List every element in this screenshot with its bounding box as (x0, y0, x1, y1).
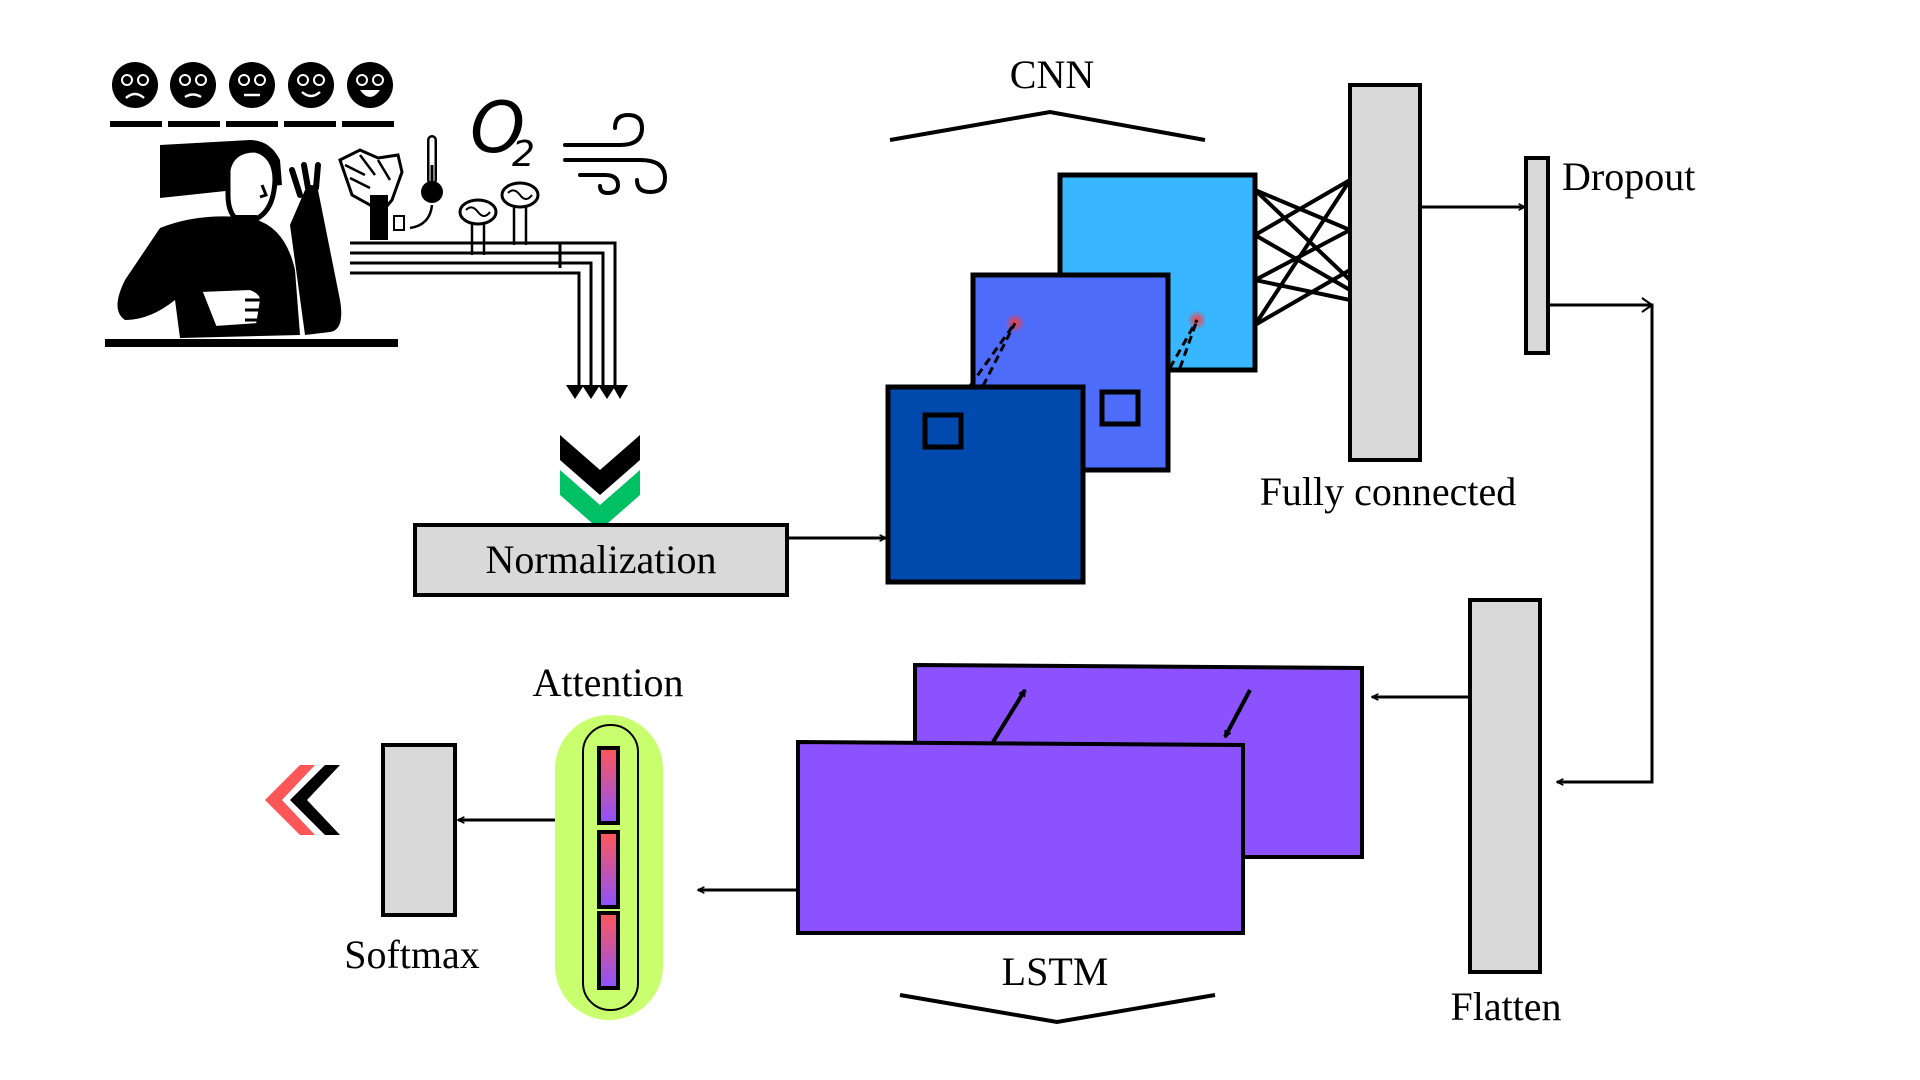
cnn-brace (889, 109, 1206, 142)
lstm-layer-front (796, 739, 1245, 935)
smile-face-icon (288, 62, 334, 108)
flatten-label: Flatten (1450, 984, 1561, 1029)
dropout-label: Dropout (1562, 154, 1695, 199)
person-icon (105, 140, 398, 347)
light-sensor-icon (458, 181, 540, 255)
wire-arrowheads (566, 385, 628, 399)
cnn-feature-map-front (885, 384, 1086, 585)
arrow-dropout-to-flatten (1550, 303, 1654, 782)
o2-subscript: 2 (512, 134, 535, 175)
cnn-fc-connections (1253, 178, 1352, 327)
fully-connected-label: Fully connected (1260, 469, 1517, 514)
attention-weight-3 (597, 911, 620, 990)
attention-block: Attention (532, 660, 684, 1020)
lstm-brace (899, 993, 1216, 1025)
attention-label: Attention (532, 660, 683, 705)
softmax-label: Softmax (344, 932, 480, 977)
normalization-label: Normalization (485, 537, 716, 582)
hand-sensor-icon (338, 148, 405, 240)
neutral-face-icon (229, 62, 275, 108)
cnn-label: CNN (1010, 52, 1094, 97)
fully-connected-block: Fully connected (1260, 83, 1517, 514)
frown-face-icon (170, 62, 216, 108)
sad-face-icon (112, 62, 158, 108)
grin-face-icon (347, 62, 393, 108)
lstm-block: LSTM (796, 662, 1364, 1025)
flatten-block: Flatten (1450, 598, 1562, 1029)
dropout-block: Dropout (1524, 154, 1695, 355)
wind-icon (563, 112, 668, 196)
thermometer-icon (409, 135, 443, 230)
cnn-receptive-field-lines (968, 319, 1199, 387)
normalization-block: Normalization (413, 523, 789, 597)
emotion-faces (110, 62, 394, 127)
cnn-kernel-front (922, 412, 964, 450)
o2-symbol: O (470, 87, 525, 169)
attention-weight-2 (597, 830, 620, 909)
chevron-down-icon (560, 435, 640, 530)
sensor-wires (350, 241, 617, 385)
oxygen-icon: O 2 (470, 87, 535, 175)
chevron-left-icon (265, 765, 340, 835)
cnn-block: CNN (885, 52, 1258, 585)
attention-weight-1 (597, 746, 620, 825)
softmax-block: Softmax (344, 743, 480, 977)
cnn-kernel-mid (1099, 389, 1141, 427)
lstm-label: LSTM (1002, 949, 1109, 994)
